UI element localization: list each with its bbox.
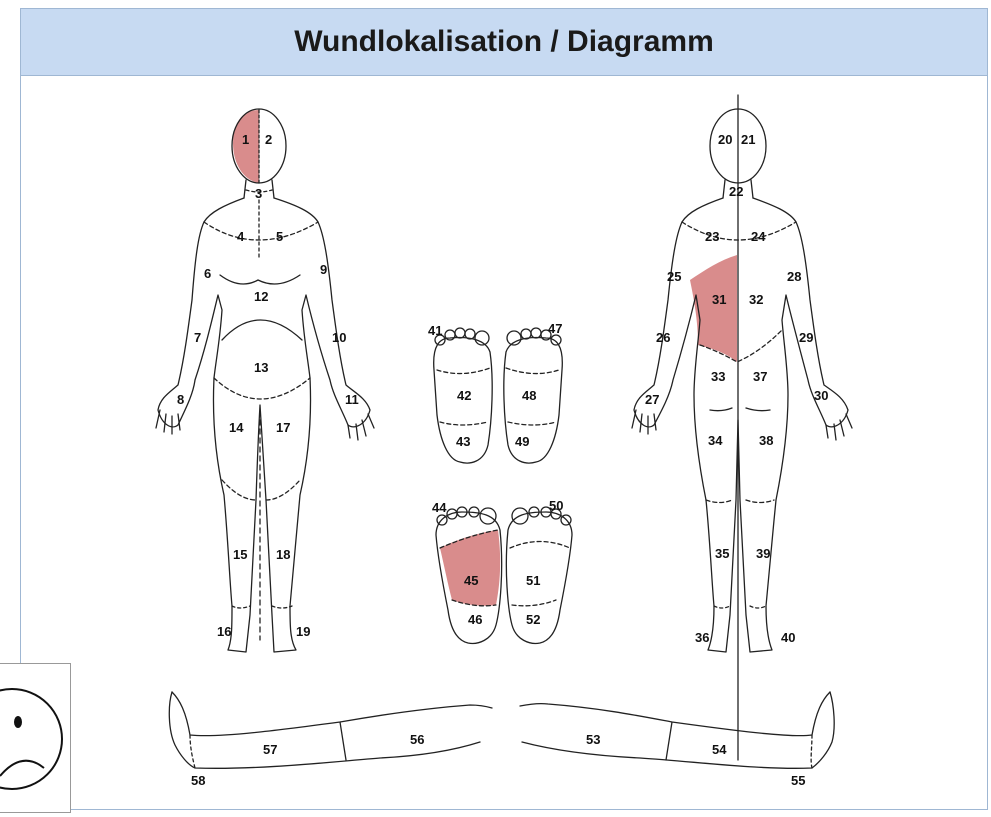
region-label: 11 xyxy=(345,392,359,407)
region-label: 19 xyxy=(296,624,310,639)
region-label: 53 xyxy=(586,732,600,747)
region-label: 4 xyxy=(237,229,245,244)
face-box[interactable] xyxy=(0,663,71,813)
region-label: 14 xyxy=(229,420,244,435)
region-label: 15 xyxy=(233,547,247,562)
region-label: 23 xyxy=(705,229,719,244)
sad-face-icon xyxy=(0,664,70,812)
region-label: 54 xyxy=(712,742,727,757)
region-label: 27 xyxy=(645,392,659,407)
region-label: 30 xyxy=(814,388,828,403)
region-label: 16 xyxy=(217,624,231,639)
region-label: 20 xyxy=(718,132,732,147)
region-label: 29 xyxy=(799,330,813,345)
region-label: 51 xyxy=(526,573,540,588)
region-label: 57 xyxy=(263,742,277,757)
region-label: 5 xyxy=(276,229,283,244)
region-label: 22 xyxy=(729,184,743,199)
region-label: 25 xyxy=(667,269,681,284)
front-figure xyxy=(156,109,374,652)
feet-top xyxy=(434,328,563,463)
region-label: 31 xyxy=(712,292,726,307)
region-label: 50 xyxy=(549,498,563,513)
region-label: 45 xyxy=(464,573,478,588)
region-label: 26 xyxy=(656,330,670,345)
region-label: 6 xyxy=(204,266,211,281)
region-label: 12 xyxy=(254,289,268,304)
region-label: 38 xyxy=(759,433,773,448)
region-label: 17 xyxy=(276,420,290,435)
region-label: 41 xyxy=(428,323,442,338)
region-label: 33 xyxy=(711,369,725,384)
region-label: 18 xyxy=(276,547,290,562)
region-label: 52 xyxy=(526,612,540,627)
region-label: 55 xyxy=(791,773,805,788)
region-label: 9 xyxy=(320,262,327,277)
region-label: 37 xyxy=(753,369,767,384)
region-label: 40 xyxy=(781,630,795,645)
region-label: 10 xyxy=(332,330,346,345)
region-label: 2 xyxy=(265,132,272,147)
region-label: 48 xyxy=(522,388,536,403)
region-label: 44 xyxy=(432,500,447,515)
region-label: 47 xyxy=(548,321,562,336)
region-label: 46 xyxy=(468,612,482,627)
region-label: 24 xyxy=(751,229,766,244)
region-label: 43 xyxy=(456,434,470,449)
region-label: 42 xyxy=(457,388,471,403)
region-label: 56 xyxy=(410,732,424,747)
region-label: 3 xyxy=(255,186,262,201)
region-45[interactable] xyxy=(440,530,500,606)
region-label: 13 xyxy=(254,360,268,375)
region-label: 34 xyxy=(708,433,723,448)
region-label: 35 xyxy=(715,546,729,561)
region-label: 7 xyxy=(194,330,201,345)
region-labels: 1 2 3 4 5 6 7 8 9 10 11 12 13 14 15 16 1… xyxy=(177,132,828,788)
region-label: 39 xyxy=(756,546,770,561)
region-label: 49 xyxy=(515,434,529,449)
region-label: 58 xyxy=(191,773,205,788)
region-label: 21 xyxy=(741,132,755,147)
region-label: 8 xyxy=(177,392,184,407)
feet-bottom xyxy=(436,507,572,643)
region-label: 32 xyxy=(749,292,763,307)
region-label: 1 xyxy=(242,132,249,147)
region-label: 28 xyxy=(787,269,801,284)
region-label: 36 xyxy=(695,630,709,645)
